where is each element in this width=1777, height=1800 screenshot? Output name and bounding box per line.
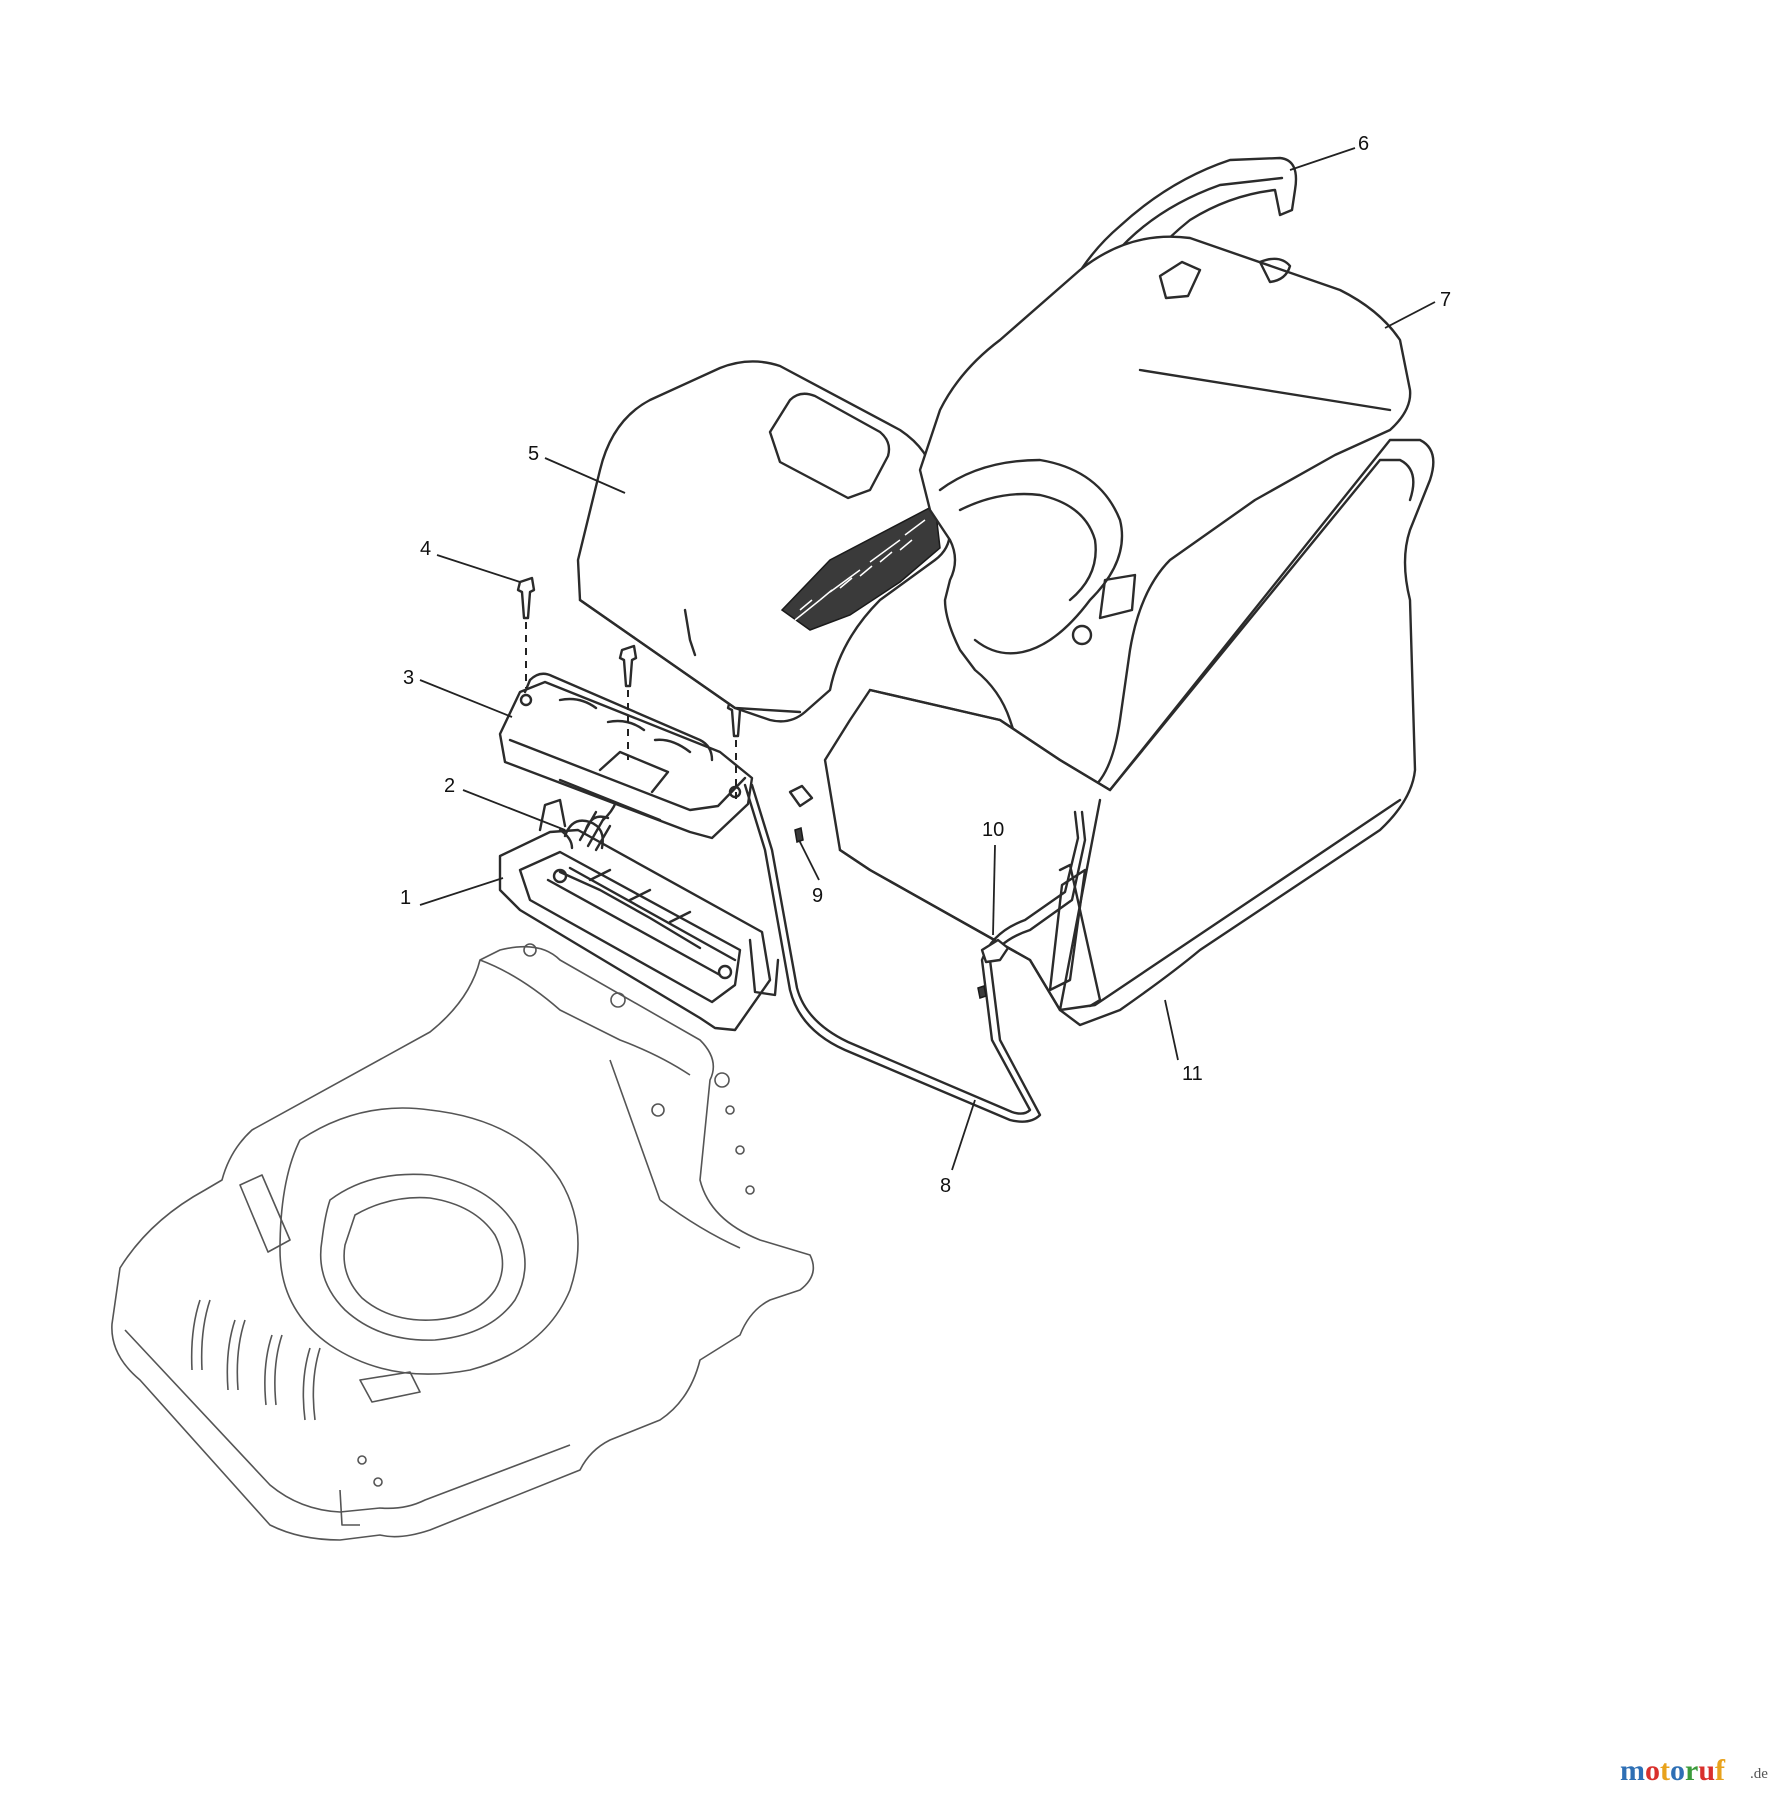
part-5-rear-cover (576, 360, 952, 723)
callout-4: 4 (420, 538, 431, 560)
mower-deck (111, 943, 815, 1541)
motoruf-watermark: motoruf .de (1620, 1754, 1768, 1787)
part-3-flap (498, 672, 754, 840)
watermark-logo: motoruf (1620, 1754, 1726, 1787)
part-8-wire-frame (743, 783, 1087, 1123)
callout-11: 11 (1182, 1063, 1203, 1085)
callout-5: 5 (528, 443, 539, 465)
part-7-box-lid (918, 235, 1412, 802)
callout-labels: 1 2 3 4 5 6 7 8 9 10 11 (400, 133, 1451, 1197)
callout-10: 10 (982, 819, 1004, 841)
callout-3: 3 (403, 667, 414, 689)
part-11-grass-box (823, 438, 1435, 1027)
watermark-suffix: .de (1750, 1766, 1768, 1782)
callout-9: 9 (812, 885, 823, 907)
leader-lines (419, 147, 1436, 1171)
callout-2: 2 (444, 775, 455, 797)
callout-6: 6 (1358, 133, 1369, 155)
part-9-nut (788, 784, 814, 843)
callout-7: 7 (1440, 289, 1451, 311)
part-10-clip (977, 938, 1010, 999)
callout-1: 1 (400, 887, 411, 909)
callout-8: 8 (940, 1175, 951, 1197)
